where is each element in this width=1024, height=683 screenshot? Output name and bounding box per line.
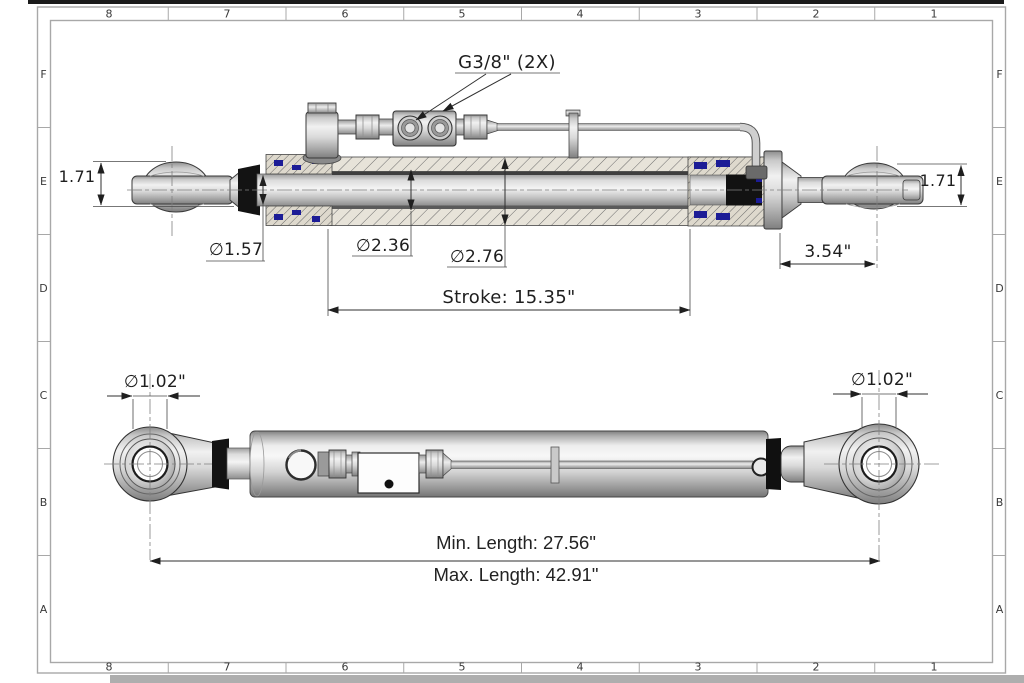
hex-fitting xyxy=(328,449,347,479)
dim-barrel-dia: ∅2.76 xyxy=(450,247,504,267)
zone-top-1: 1 xyxy=(931,8,938,21)
dim-min-length: Min. Length: 27.56" xyxy=(436,532,596,553)
zone-left-b: B xyxy=(40,496,48,509)
zone-bottom-2: 2 xyxy=(813,661,820,674)
zone-right-e: E xyxy=(996,175,1003,188)
dim-max-length: Max. Length: 42.91" xyxy=(434,564,599,585)
zone-bottom-5: 5 xyxy=(459,661,466,674)
frame-zone-dividers xyxy=(37,7,1006,673)
zone-top-5: 5 xyxy=(459,8,466,21)
dim-ports-label: G3/8" (2X) xyxy=(458,52,556,73)
zone-left-f: F xyxy=(40,68,46,81)
tube-clamp xyxy=(550,446,560,484)
zone-left-c: C xyxy=(40,389,48,402)
dimensions: G3/8" (2X) 1.71 1.71 ∅1.57 ∅2.36 ∅2.76 S… xyxy=(59,52,967,585)
zone-bottom-6: 6 xyxy=(342,661,349,674)
hex-fitting-2 xyxy=(425,449,444,479)
leader-port-1 xyxy=(415,73,487,121)
page-bottom-edge xyxy=(110,675,1024,683)
hex-nut-right xyxy=(463,114,488,140)
seals-right xyxy=(694,160,762,220)
top-view-section xyxy=(131,102,924,230)
leader-port-2 xyxy=(442,73,512,112)
elbow-fitting xyxy=(305,111,339,159)
hydraulic-tube xyxy=(496,123,743,131)
zone-labels: 8 7 6 5 4 3 2 1 8 7 6 5 4 3 2 1 F E D C … xyxy=(39,8,1003,674)
port-circle-1 xyxy=(397,115,423,141)
zone-top-3: 3 xyxy=(695,8,702,21)
drawing-frame xyxy=(36,6,1007,674)
zone-top-4: 4 xyxy=(577,8,584,21)
zone-top-2: 2 xyxy=(813,8,820,21)
pipe-stub xyxy=(337,119,359,135)
bore-gap-bottom xyxy=(332,205,700,209)
zone-bottom-4: 4 xyxy=(577,661,584,674)
zone-right-c: C xyxy=(996,389,1004,402)
rod-eye-right-top-view xyxy=(821,162,924,210)
hydraulic-manifold-assembly xyxy=(302,102,768,180)
band-seal-right xyxy=(766,438,781,490)
bottom-view-external xyxy=(112,423,920,505)
zone-bottom-3: 3 xyxy=(695,661,702,674)
dim-rod-end-len: 3.54" xyxy=(804,242,851,262)
valve-port-dot xyxy=(384,479,394,489)
eye-neck-left xyxy=(226,447,254,480)
zone-top-6: 6 xyxy=(342,8,349,21)
tube-clamp-post xyxy=(568,112,579,159)
boot-seal-left-bottom-view xyxy=(212,438,229,490)
zone-top-7: 7 xyxy=(224,8,231,21)
tube-bend xyxy=(739,123,760,168)
dim-bore-dia: ∅2.36 xyxy=(356,236,410,256)
dim-stroke: Stroke: 15.35" xyxy=(442,287,575,308)
centerlines xyxy=(104,146,940,560)
dim-eye-width-right: 1.71 xyxy=(920,171,957,190)
page-top-edge xyxy=(28,0,1004,4)
dim-rod-dia: ∅1.57 xyxy=(209,240,263,260)
dim-eye-hole-left: ∅1.02" xyxy=(124,372,186,392)
zone-top-8: 8 xyxy=(106,8,113,21)
extension-lines xyxy=(93,72,967,429)
zone-bottom-1: 1 xyxy=(931,661,938,674)
tube-port-fitting xyxy=(745,165,768,180)
zone-bottom-7: 7 xyxy=(224,661,231,674)
dim-eye-hole-right: ∅1.02" xyxy=(851,370,913,390)
zone-left-e: E xyxy=(40,175,47,188)
dimension-texts: G3/8" (2X) 1.71 1.71 ∅1.57 ∅2.36 ∅2.76 S… xyxy=(59,52,957,585)
zone-left-a: A xyxy=(40,603,48,616)
zone-bottom-8: 8 xyxy=(106,661,113,674)
barrel-section xyxy=(329,156,769,226)
zone-right-f: F xyxy=(996,68,1002,81)
rod-eye-left-top-view xyxy=(131,161,242,213)
hex-nut-left xyxy=(355,114,380,140)
dim-eye-width-left: 1.71 xyxy=(59,167,96,186)
zone-right-d: D xyxy=(995,282,1003,295)
external-tube xyxy=(450,460,754,469)
zone-right-b: B xyxy=(996,496,1004,509)
bore-gap-top xyxy=(332,171,700,175)
zone-right-a: A xyxy=(996,603,1004,616)
port-circle-2 xyxy=(427,115,453,141)
dimension-lines xyxy=(97,73,965,565)
valve-fittings xyxy=(317,446,754,494)
zone-left-d: D xyxy=(39,282,47,295)
